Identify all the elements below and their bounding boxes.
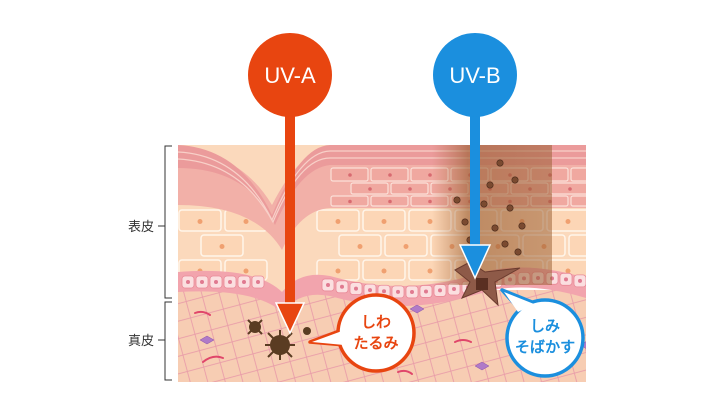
uva-arrow <box>274 110 306 335</box>
uvb-effect-line2: そばかす <box>515 338 575 356</box>
uva-effect-line1: しわ <box>361 313 391 331</box>
dermis-label: 真皮 <box>128 334 154 349</box>
uvb-badge <box>433 33 517 117</box>
uva-badge <box>248 33 332 117</box>
uvb-effect-line1: しみ <box>530 317 560 335</box>
uva-label: UV-A <box>264 63 316 88</box>
uva-effect-line2: たるみ <box>353 334 398 352</box>
collagen-damage-icon <box>247 319 311 360</box>
epidermis-label: 表皮 <box>128 220 154 235</box>
uvb-arrow <box>458 110 492 280</box>
wrinkle-bubble: しわ たるみ <box>308 293 416 373</box>
layer-brackets <box>158 145 172 381</box>
spot-bubble: しみ そばかす <box>500 288 585 378</box>
pigmentation-spot <box>432 145 552 285</box>
uvb-label: UV-B <box>449 63 500 88</box>
